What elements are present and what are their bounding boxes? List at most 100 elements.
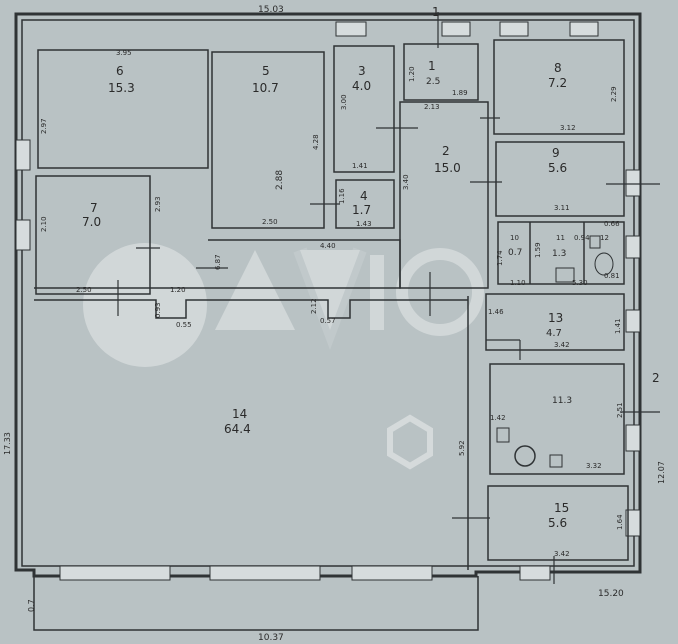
dimension-label: 0.94 (574, 234, 590, 242)
dimension-label: 6.87 (214, 254, 222, 270)
dimension-label: 1.20 (170, 286, 186, 294)
axis-label-top: 1 (432, 5, 440, 19)
toilet-icon (594, 252, 614, 276)
dimension-label: 1.10 (510, 279, 526, 287)
room-number: 7 (90, 201, 98, 215)
room-12: 12 (600, 234, 609, 242)
dimension-label: 4.40 (320, 242, 336, 250)
dimension-label: 0.66 (604, 220, 620, 228)
axis-label-right: 2 (652, 371, 660, 385)
room-number: 1 (428, 59, 436, 73)
room-3: 3 4.0 (352, 64, 371, 93)
room-area: 7.0 (82, 215, 101, 229)
room-number: 4 (360, 189, 368, 203)
room-area: 15.3 (108, 81, 135, 95)
dimension-label: 2.13 (424, 103, 440, 111)
watermark-logo (83, 243, 484, 470)
dimension-label: 2.51 (616, 402, 624, 418)
room-number: 10 (510, 234, 519, 242)
dimension-label: 2.93 (154, 196, 162, 212)
dimension-label: 0.81 (604, 272, 620, 280)
room-7: 7 7.0 (82, 201, 101, 229)
dimension-label: 3.00 (340, 94, 348, 110)
dimension-label: 1.89 (452, 89, 468, 97)
room-area: 7.2 (548, 76, 567, 90)
room-number: 6 (116, 64, 124, 78)
dimension-label: 3.42 (554, 550, 570, 558)
room-4: 4 1.7 (352, 189, 371, 217)
sink-icon (496, 427, 510, 443)
dimension-label: 0.57 (320, 317, 336, 325)
room-2: 2 15.0 (434, 144, 461, 175)
room-10: 10 0.7 (508, 234, 522, 258)
dimension-label: 3.32 (586, 462, 602, 470)
room-area: 15.0 (434, 161, 461, 175)
dimension-label: 2.12 (310, 298, 318, 314)
dimension-label: 4.28 (312, 134, 320, 150)
room-number: 5 (262, 64, 270, 78)
room-area: 4.0 (352, 79, 371, 93)
dimension-label: 1.41 (614, 318, 622, 334)
dimension-label: 3.12 (560, 124, 576, 132)
room-number: 12 (600, 234, 609, 242)
room-number: 9 (552, 146, 560, 160)
dimension-label: 5.92 (458, 440, 466, 456)
dimension-label: 2.50 (76, 286, 92, 294)
room-area: 11.3 (552, 396, 572, 406)
dim-outer-right: 12.07 (657, 461, 666, 484)
room-kitchen: 11.3 (552, 396, 572, 406)
interior-walls (34, 39, 629, 570)
dimension-label: 2.88 (275, 170, 285, 190)
dimension-label: 0.93 (154, 302, 162, 318)
outer-walls (14, 12, 642, 631)
dimension-label: 2.29 (610, 86, 618, 102)
room-1: 1 2.5 (426, 59, 440, 87)
windows (15, 21, 641, 581)
dim-outer-bottom-left: 0.7 (27, 599, 36, 612)
room-area: 4.7 (546, 328, 562, 339)
room-area: 1.3 (552, 249, 566, 259)
room-area: 1.7 (352, 203, 371, 217)
room-area: 5.6 (548, 161, 567, 175)
room-number: 3 (358, 64, 366, 78)
dimension-label: 3.95 (116, 49, 132, 57)
dimension-label: 1.74 (496, 250, 504, 266)
room-number: 8 (554, 61, 562, 75)
door-marks (117, 12, 660, 584)
dimension-label: 1.43 (356, 220, 372, 228)
dimension-label: 0.55 (176, 321, 192, 329)
dimension-label: 3.40 (402, 174, 410, 190)
room-number: 15 (554, 501, 569, 515)
dimension-label: 1.64 (616, 514, 624, 530)
room-area: 64.4 (224, 422, 251, 436)
stove-icon (514, 445, 536, 467)
dim-outer-left: 17.33 (3, 432, 12, 455)
dimension-label: 2.97 (40, 118, 48, 134)
dimension-label: 1.16 (338, 188, 346, 204)
room-9: 9 5.6 (548, 146, 567, 175)
room-5: 5 10.7 (252, 64, 279, 95)
room-8: 8 7.2 (548, 61, 567, 90)
room-14: 14 64.4 (224, 407, 251, 436)
room-number: 13 (548, 311, 563, 325)
room-area: 2.5 (426, 77, 440, 87)
dimension-label: 3.11 (554, 204, 570, 212)
room-11: 11 1.3 (552, 234, 566, 259)
room-number: 2 (442, 144, 450, 158)
room-area: 0.7 (508, 248, 522, 258)
dim-outer-bottom-right: 15.20 (598, 589, 624, 599)
dimension-label: 1.59 (534, 242, 542, 258)
dimension-label: 2.50 (262, 218, 278, 226)
dimension-label: 1.20 (408, 66, 416, 82)
room-number: 11 (556, 234, 565, 242)
bathtub-icon (555, 267, 575, 283)
dimension-label: 1.41 (352, 162, 368, 170)
room-area: 5.6 (548, 516, 567, 530)
room-15: 15 5.6 (548, 501, 569, 530)
room-number: 14 (232, 407, 247, 421)
room-13: 13 4.7 (546, 311, 563, 339)
dimension-label: 1.46 (488, 308, 504, 316)
dimension-label: 5.30 (572, 279, 588, 287)
